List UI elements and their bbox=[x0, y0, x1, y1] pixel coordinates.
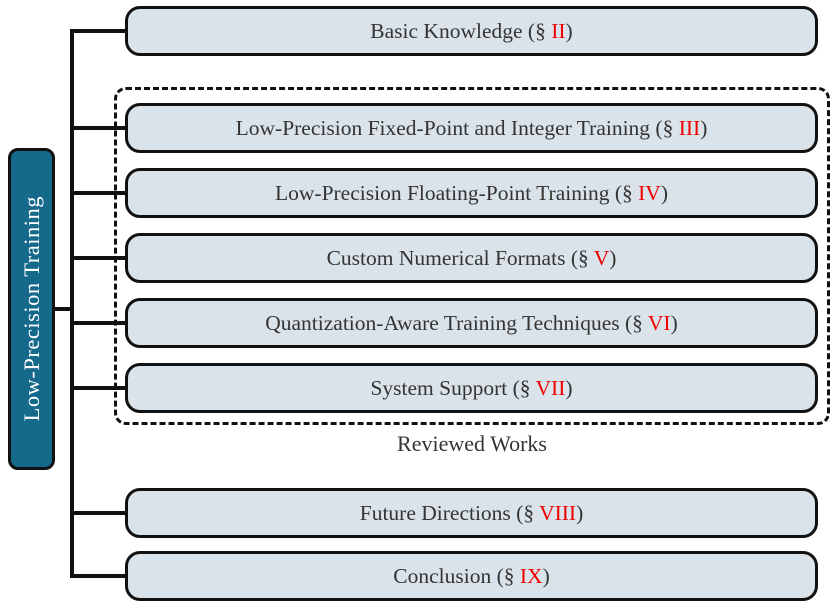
section-number: VI bbox=[647, 310, 671, 335]
section-box-label: Future Directions (§ VIII) bbox=[359, 500, 584, 525]
section-box-label: Quantization-Aware Training Techniques (… bbox=[265, 310, 678, 335]
connector-quantization-aware bbox=[70, 321, 127, 325]
reviewed-works-group-frame bbox=[114, 87, 830, 425]
section-number: V bbox=[593, 245, 610, 270]
connector-conclusion bbox=[70, 574, 127, 578]
section-box-conclusion: Conclusion (§ IX) bbox=[125, 551, 818, 601]
connector-system-support bbox=[70, 386, 127, 390]
section-box-label: Low-Precision Floating-Point Training (§… bbox=[275, 180, 668, 205]
root-node-low-precision-training: Low-Precision Training bbox=[8, 148, 55, 470]
section-box-label: System Support (§ VII) bbox=[370, 375, 573, 400]
connector-floating-point bbox=[70, 191, 127, 195]
section-box-quantization-aware: Quantization-Aware Training Techniques (… bbox=[125, 298, 818, 348]
section-box-label: Custom Numerical Formats (§ V) bbox=[326, 245, 617, 270]
section-box-floating-point: Low-Precision Floating-Point Training (§… bbox=[125, 168, 818, 218]
section-number: VII bbox=[535, 375, 566, 400]
section-box-fixed-point-integer: Low-Precision Fixed-Point and Integer Tr… bbox=[125, 103, 818, 153]
section-box-basic-knowledge: Basic Knowledge (§ II) bbox=[125, 6, 818, 56]
section-box-label: Conclusion (§ IX) bbox=[393, 563, 550, 588]
section-number: II bbox=[551, 18, 566, 43]
section-number: IX bbox=[519, 563, 543, 588]
connector-trunk-line bbox=[70, 29, 74, 578]
section-box-future-directions: Future Directions (§ VIII) bbox=[125, 488, 818, 538]
root-node-label: Low-Precision Training bbox=[18, 196, 44, 422]
section-box-label: Low-Precision Fixed-Point and Integer Tr… bbox=[235, 115, 708, 140]
connector-root-to-trunk bbox=[52, 307, 74, 311]
section-box-system-support: System Support (§ VII) bbox=[125, 363, 818, 413]
reviewed-works-caption: Reviewed Works bbox=[397, 431, 547, 456]
section-number: VIII bbox=[539, 500, 577, 525]
connector-custom-formats bbox=[70, 256, 127, 260]
connector-basic-knowledge bbox=[70, 29, 127, 33]
section-box-custom-formats: Custom Numerical Formats (§ V) bbox=[125, 233, 818, 283]
connector-fixed-point-integer bbox=[70, 126, 127, 130]
section-number: III bbox=[678, 115, 701, 140]
section-number: IV bbox=[638, 180, 661, 205]
connector-future-directions bbox=[70, 511, 127, 515]
section-box-label: Basic Knowledge (§ II) bbox=[370, 18, 573, 43]
